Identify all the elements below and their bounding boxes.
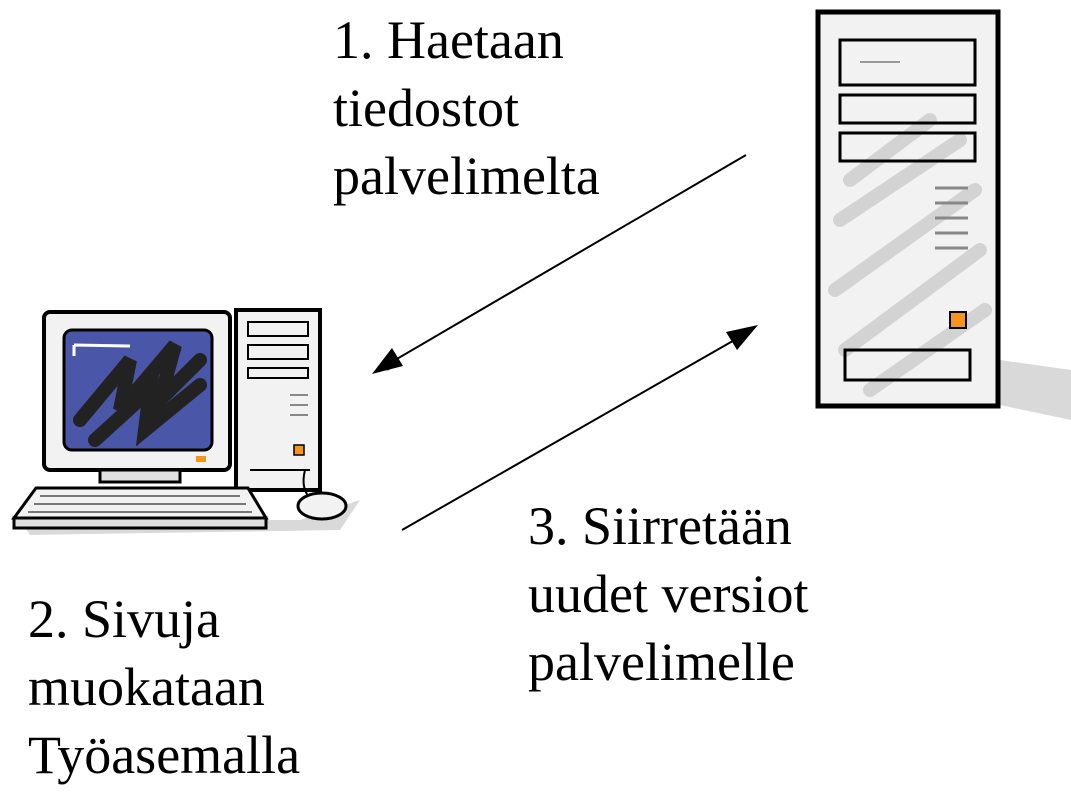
- step-2-label: 2. Sivuja muokataan Työasemalla: [28, 585, 300, 789]
- step-3-label: 3. Siirretään uudet versiot palvelimelle: [528, 492, 808, 696]
- step-3-line-1: 3. Siirretään: [528, 496, 792, 556]
- server-tower-icon: [815, 9, 1071, 420]
- step-1-label: 1. Haetaan tiedostot palvelimelta: [333, 6, 600, 210]
- step-2-line-2: muokataan: [28, 657, 265, 717]
- arrow-download-head: [372, 348, 403, 374]
- step-3-line-2: uudet versiot: [528, 564, 809, 624]
- desktop-computer-icon: [11, 308, 360, 535]
- arrow-download: [376, 154, 747, 372]
- step-1-line-2: tiedostot: [333, 78, 519, 138]
- step-2-line-1: 2. Sivuja: [28, 589, 221, 649]
- arrow-upload-head: [726, 325, 758, 350]
- arrow-upload: [401, 329, 753, 531]
- step-1-line-1: 1. Haetaan: [333, 10, 564, 70]
- step-3-line-3: palvelimelle: [528, 632, 795, 692]
- step-2-line-3: Työasemalla: [28, 725, 301, 785]
- step-1-line-3: palvelimelta: [333, 146, 600, 206]
